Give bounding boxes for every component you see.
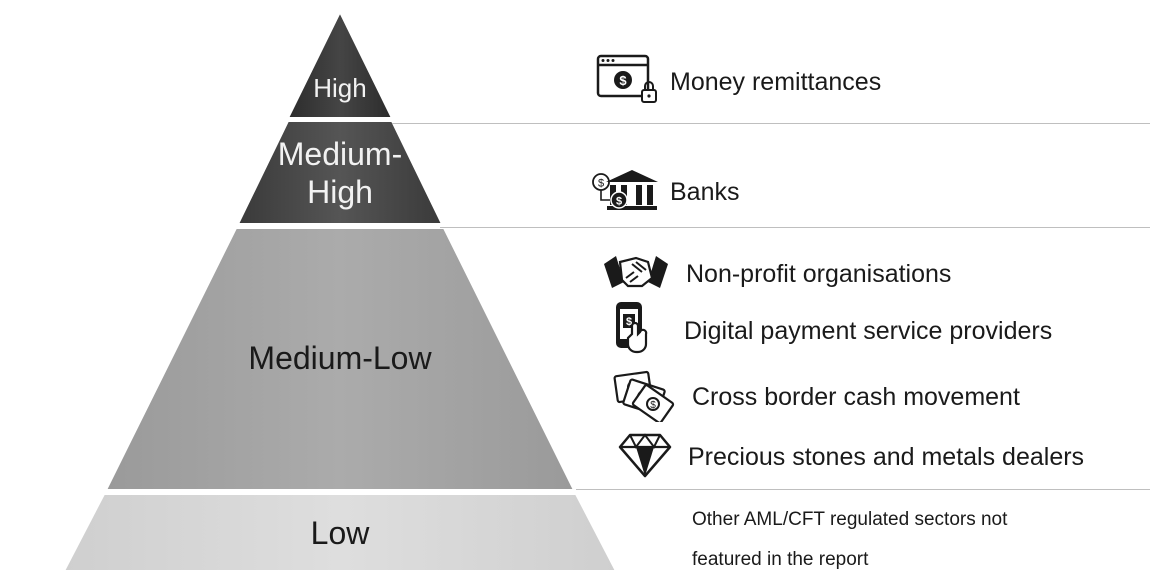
bank-dollar-icon: $ $ [590,168,662,217]
sector-label: Non-profit organisations [686,260,952,288]
low-sectors-line1: Other AML/CFT regulated sectors not [692,509,1008,530]
browser-dollar-lock-icon: $ [596,54,660,111]
sector-non-profit-organisations: Non-profit organisations [602,252,951,297]
sector-banks: $ $ Banks [590,168,739,217]
svg-text:$: $ [598,178,604,190]
divider-medium-high [440,227,1150,228]
cash-bills-icon: $ $ [612,368,678,427]
svg-text:$: $ [650,400,656,411]
tier-high-label: High [313,73,367,103]
tier-medium-high-band [236,120,444,225]
handshake-icon [602,252,670,297]
phone-payment-icon: $ [612,300,656,363]
low-sectors-line2: featured in the report [692,549,869,570]
tier-medium-high-line2: High [307,173,373,210]
tier-high-band [286,9,394,119]
sector-label: Banks [670,178,740,206]
sector-label: Money remittances [670,68,882,96]
svg-text:$: $ [626,316,632,328]
tier-low-band [62,493,618,571]
tier-low-label: Low [310,515,370,551]
svg-text:$: $ [616,196,622,208]
tier-medium-low-band [104,227,576,491]
tier-medium-low-label: Medium-Low [248,340,432,376]
sector-digital-payment-service-providers: $ Digital payment service providers [612,300,1052,363]
divider-medium-low [576,489,1150,490]
sector-money-remittances: $ Money remittances [596,54,881,111]
sector-cross-border-cash-movement: $ $ Cross border cash movement [612,368,1020,427]
tier-medium-high-line1: Medium- [277,136,403,172]
diamond-icon [618,432,672,483]
sector-label: Digital payment service providers [684,317,1053,345]
tier-medium-high-label: Medium- High [240,136,440,212]
sector-precious-stones-and-metals-dealers: Precious stones and metals dealers [618,432,1084,483]
svg-text:$: $ [619,73,627,88]
sector-label: Precious stones and metals dealers [688,443,1085,471]
divider-high [392,123,1150,124]
sector-label: Cross border cash movement [692,383,1020,411]
